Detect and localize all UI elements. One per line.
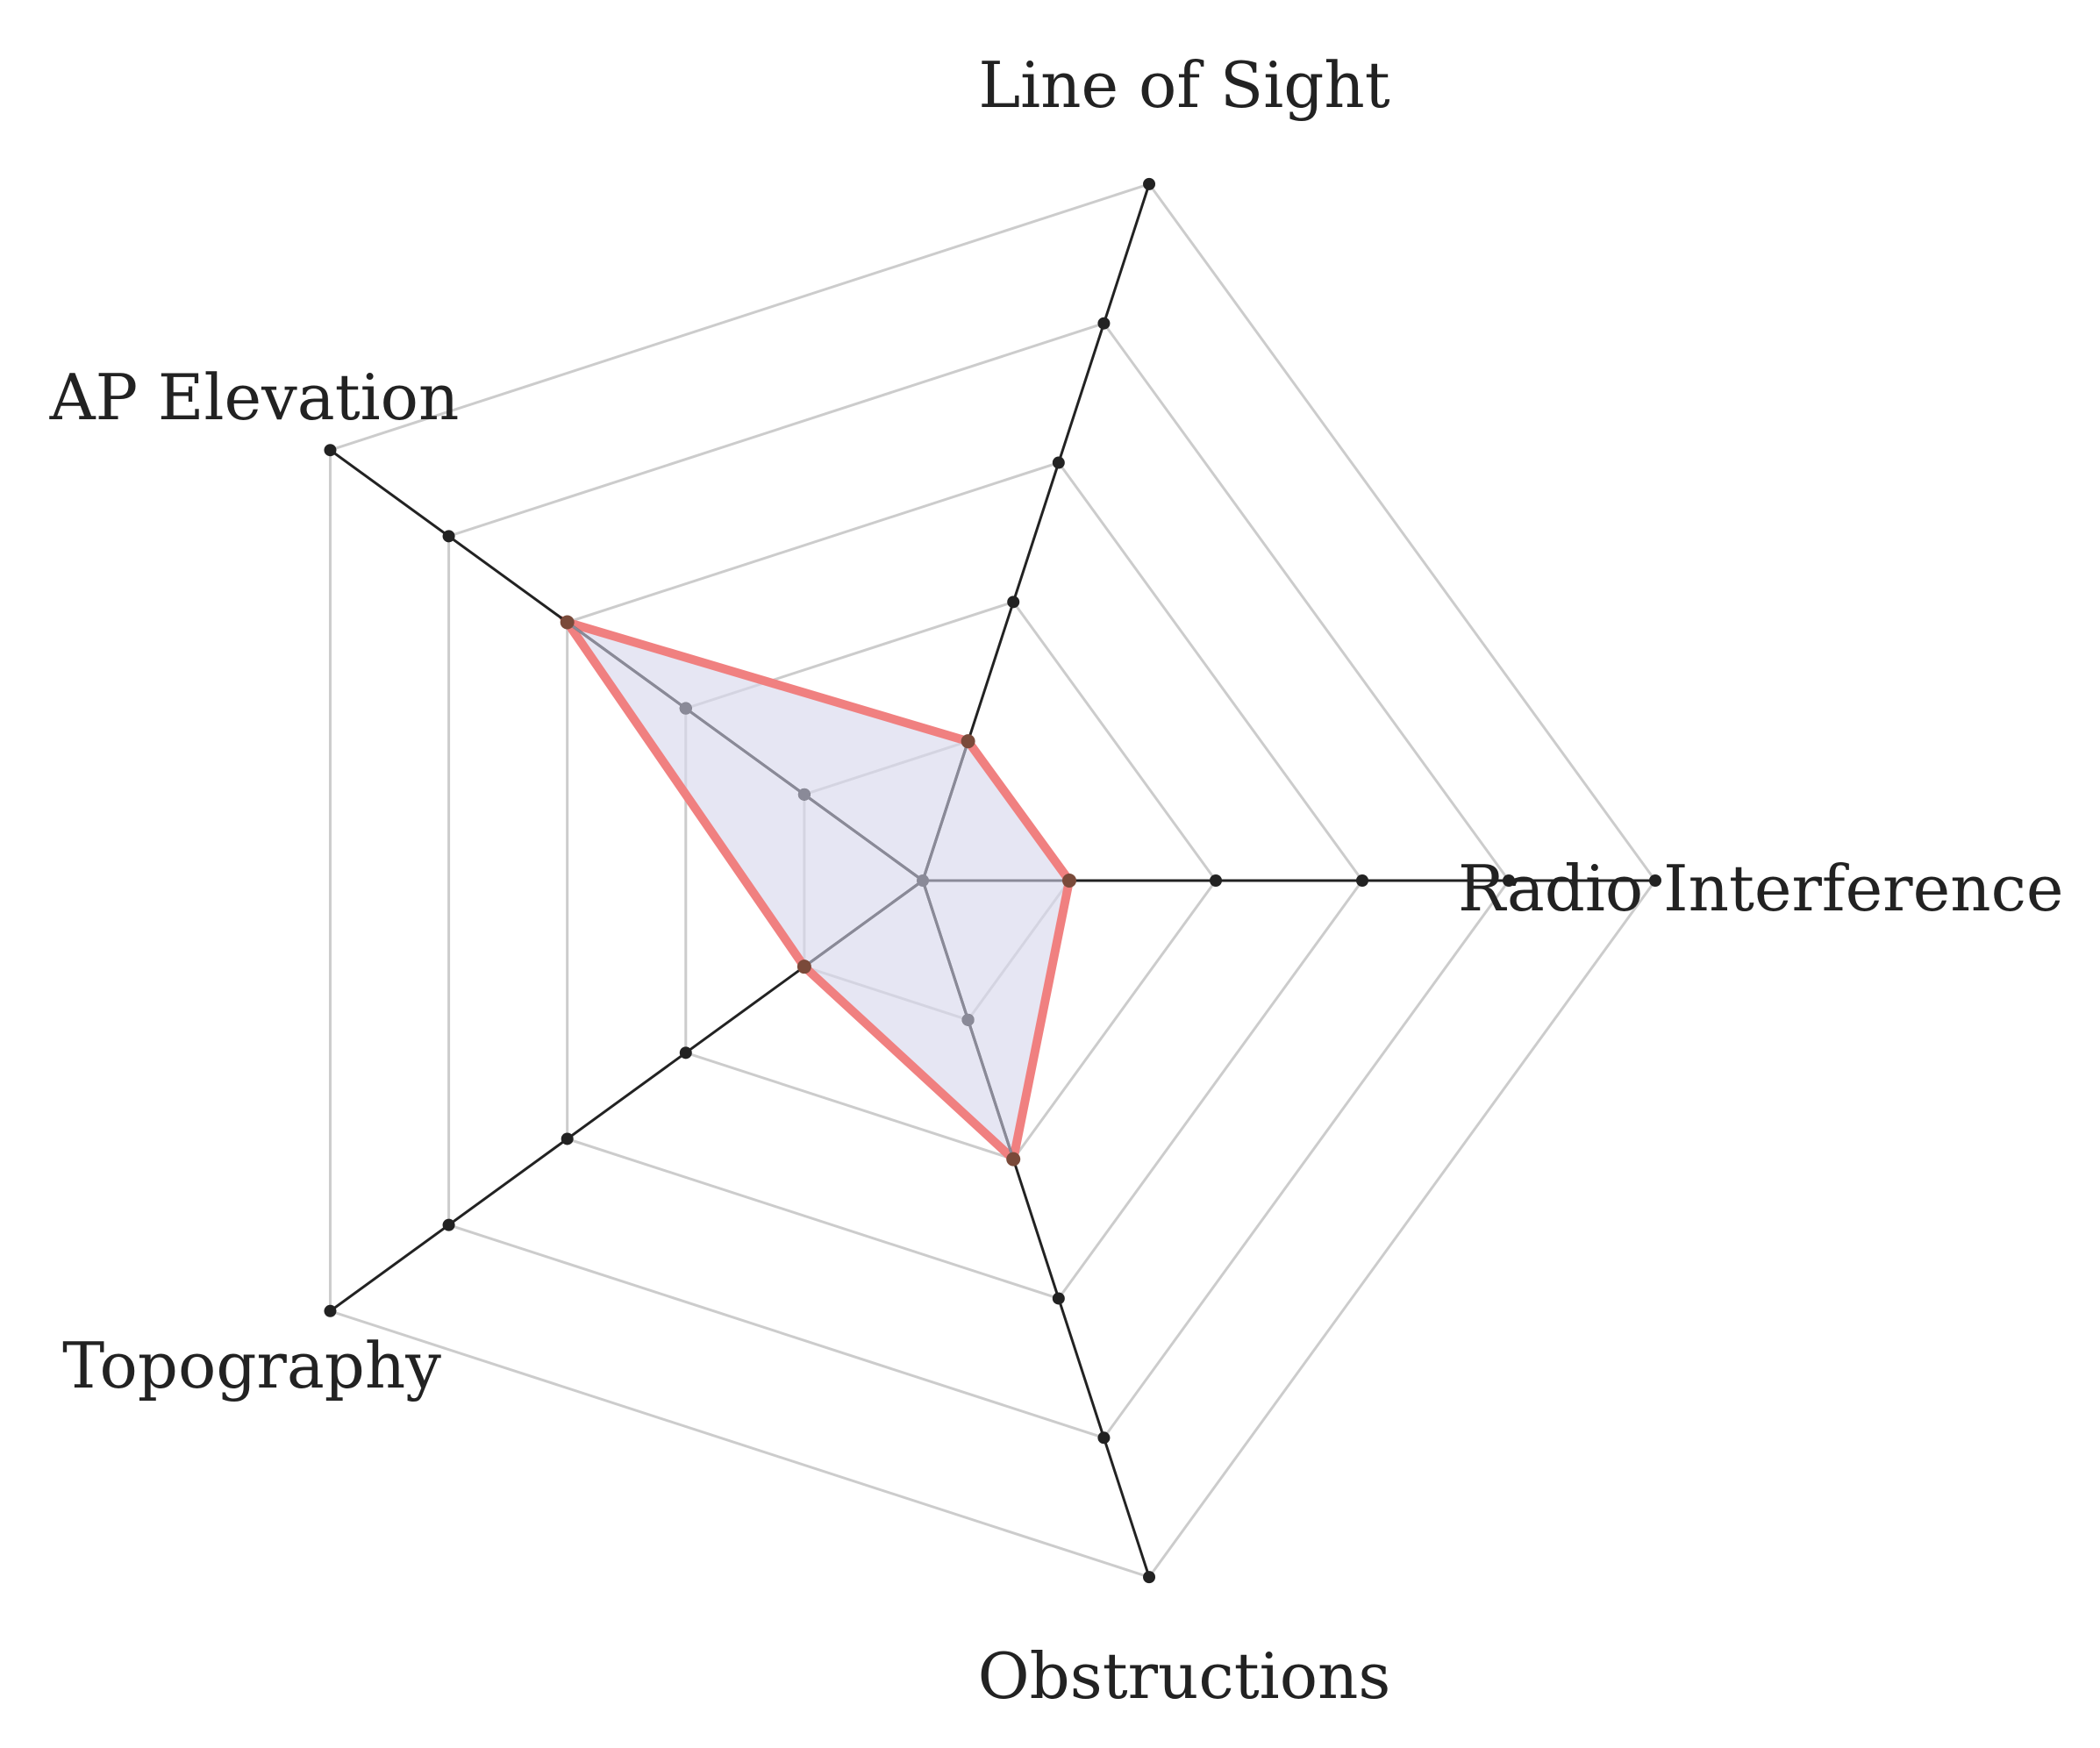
series-0-point-0 (1062, 874, 1076, 888)
axis-tick-ap-elevation-5 (324, 444, 337, 457)
axis-spokes (324, 177, 1661, 1584)
axis-tick-ap-elevation-4 (442, 530, 455, 543)
series-0-point-2 (560, 615, 575, 630)
axis-tick-topography-2 (679, 1046, 692, 1060)
series-layer (556, 614, 1075, 1168)
axis-tick-line-of-sight-2 (1007, 596, 1020, 609)
axis-tick-line-of-sight-5 (1143, 177, 1156, 190)
series-0-point-1 (961, 734, 975, 749)
axis-tick-radio-interference-2 (1210, 874, 1222, 887)
axis-tick-obstructions-5 (1143, 1571, 1156, 1584)
axis-tick-radio-interference-4 (1503, 874, 1515, 887)
axis-inner-2 (566, 621, 924, 882)
grid-ring-2 (684, 600, 1218, 1161)
inner-tick-2-1 (797, 788, 811, 801)
inner-tick-2-2 (679, 702, 692, 715)
axis-inner-1 (921, 740, 970, 881)
axis-labels: Radio Interference Line of Sight AP Elev… (49, 48, 2064, 1713)
axis-tick-radio-interference-5 (1649, 874, 1661, 887)
axis-tick-topography-3 (561, 1132, 574, 1145)
axis-label-line-of-sight: Line of Sight (978, 48, 1389, 122)
center-point (917, 874, 929, 887)
axis-tick-obstructions-4 (1097, 1431, 1111, 1445)
axis-tick-obstructions-3 (1052, 1292, 1065, 1305)
grid-rings (328, 182, 1657, 1579)
axis-tick-topography-4 (442, 1218, 455, 1231)
axis-label-topography: Topography (62, 1329, 441, 1402)
series-0-point-4 (1006, 1152, 1021, 1167)
axis-tick-radio-interference-3 (1356, 874, 1368, 887)
grid-ring-5 (328, 182, 1657, 1579)
axis-label-obstructions: Obstructions (978, 1639, 1391, 1713)
series-0-point-3 (796, 960, 811, 974)
axis-tick-line-of-sight-4 (1097, 317, 1111, 330)
series-0-area (556, 614, 1075, 1168)
axis-inner-3 (804, 879, 924, 968)
axis-label-radio-interference: Radio Interference (1458, 852, 2064, 925)
grid-ring-3 (566, 460, 1364, 1301)
axis-tick-line-of-sight-3 (1052, 456, 1065, 469)
axis-tick-topography-5 (324, 1304, 337, 1317)
grid-ring-4 (447, 321, 1511, 1440)
inner-tick-4-1 (961, 1013, 975, 1026)
axis-label-ap-elevation: AP Elevation (49, 360, 460, 434)
